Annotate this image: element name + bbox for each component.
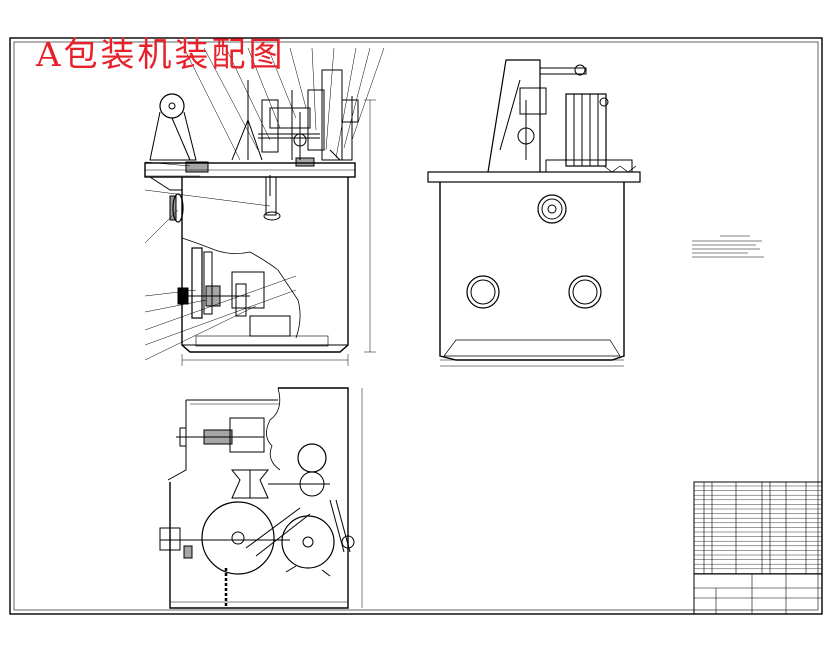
gear-wheel [297,443,355,549]
motor [231,271,291,337]
leader-lines-front [144,47,385,361]
cam-disc [201,501,335,575]
side-view [427,59,641,367]
parts-list-rows [694,485,822,574]
technical-notes [692,235,764,258]
sheet-frame [9,37,823,615]
front-section-view [144,47,385,366]
top-plan-view [159,387,363,609]
crank-linkage [149,69,359,221]
v-belt-pulley [177,247,250,319]
handwheel [169,193,184,223]
drawing-title: A包装机装配图 [36,35,286,75]
dimension-lines-front [181,99,376,366]
title-block [693,481,823,615]
flange-port [466,194,602,309]
